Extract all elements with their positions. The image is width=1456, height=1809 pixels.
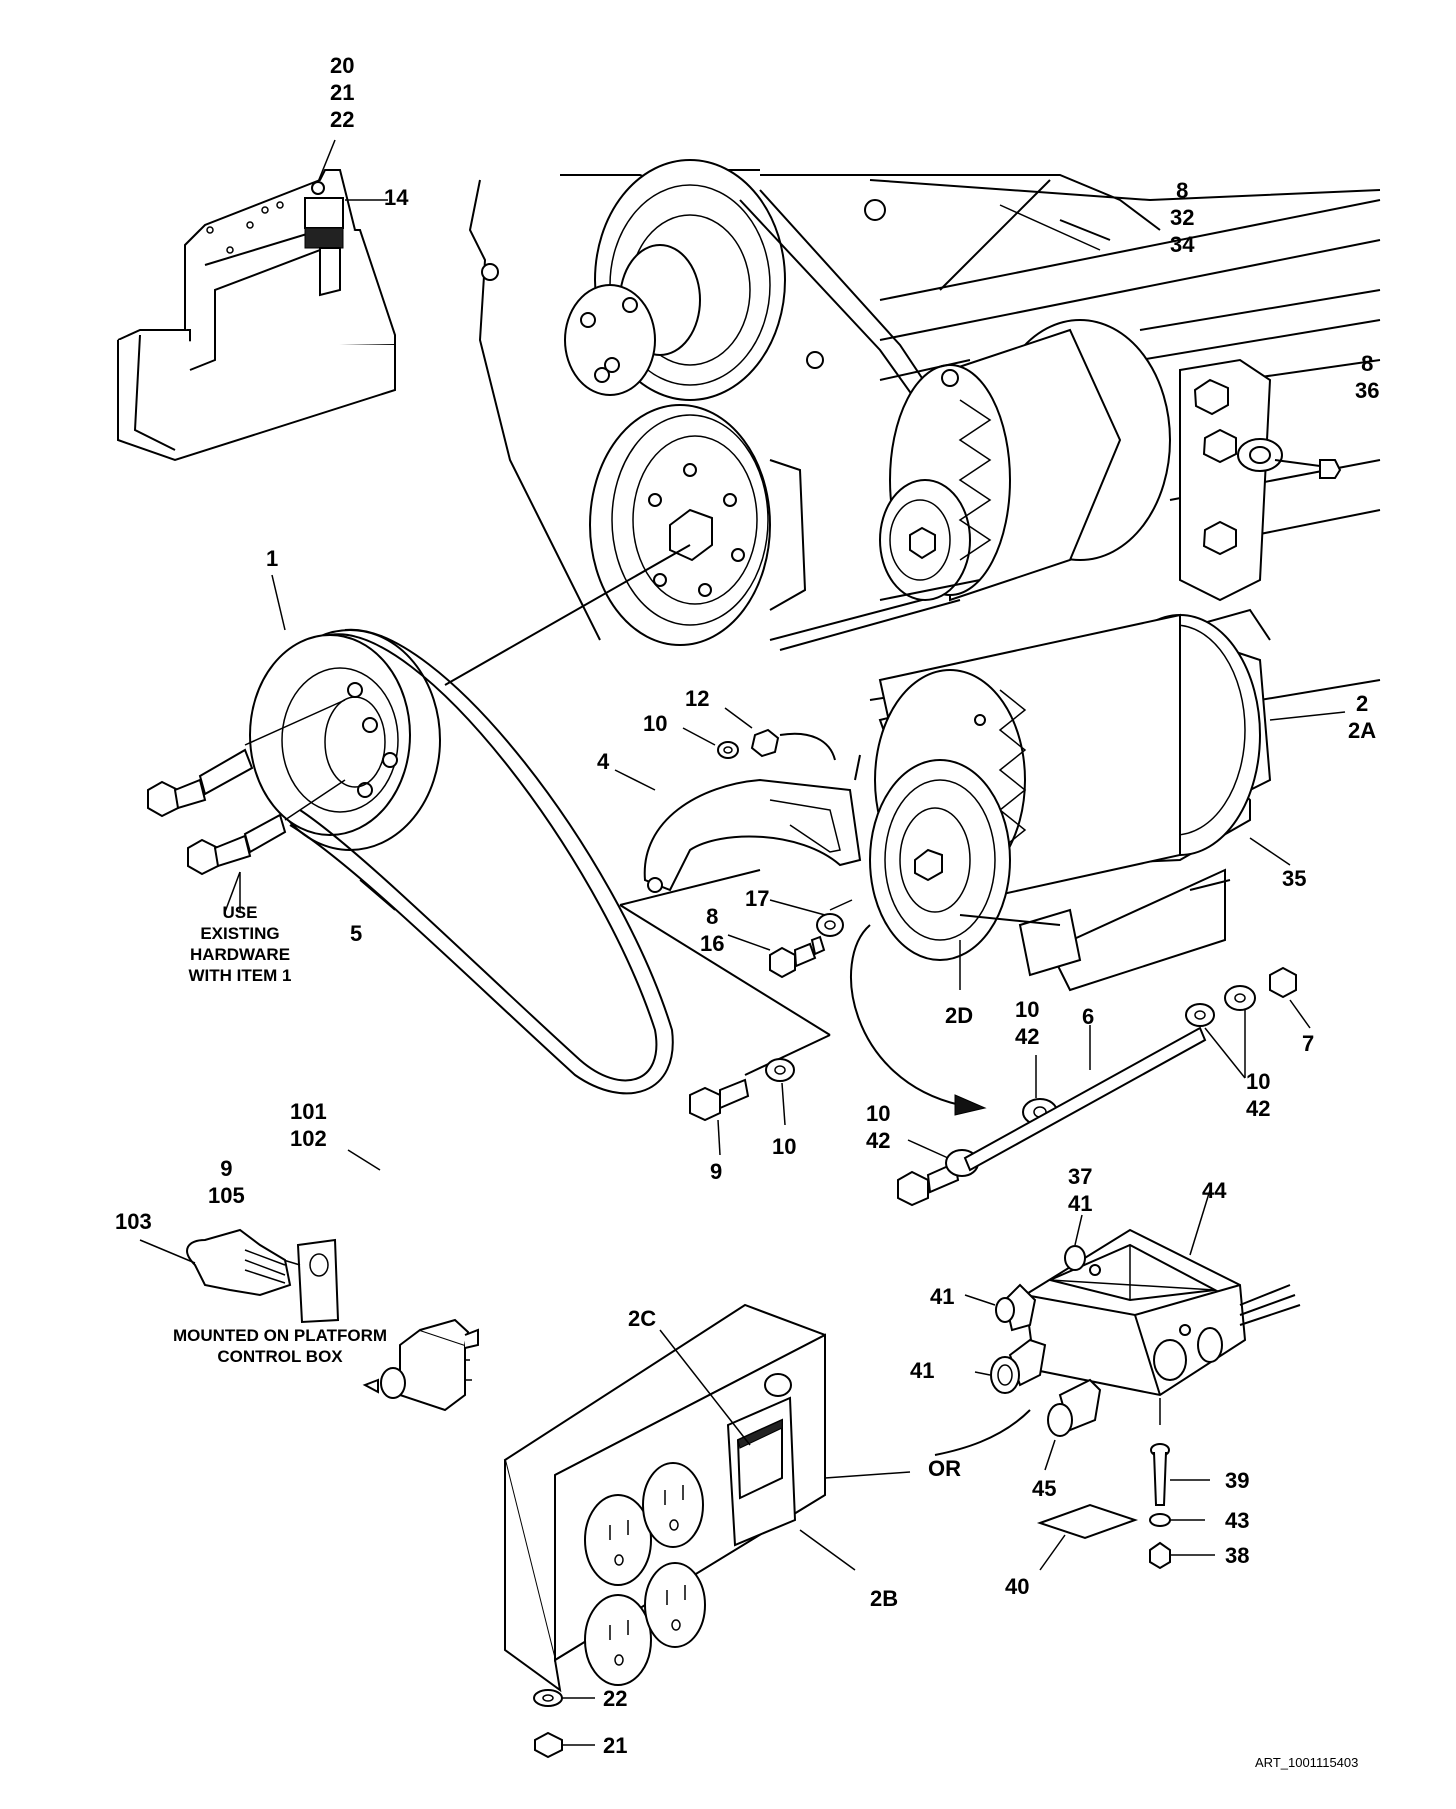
callout-8-32-34: 8 32 34 xyxy=(1170,177,1194,258)
callout-10-42-top: 10 42 xyxy=(1015,996,1039,1050)
callout-12: 12 xyxy=(685,686,710,711)
callout-20-21-22: 20 21 22 xyxy=(330,52,354,133)
callout-8-36: 8 36 xyxy=(1355,350,1379,404)
junction-box-item-44 xyxy=(1023,1189,1301,1397)
note-line: USE xyxy=(222,903,258,922)
callout-43: 43 xyxy=(1225,1508,1250,1533)
callout-32: 32 xyxy=(1170,205,1195,230)
callout-14: 14 xyxy=(384,185,409,210)
callout-37-41: 37 41 xyxy=(1068,1163,1092,1217)
callout-10-42-right: 10 42 xyxy=(1246,1068,1270,1122)
callout-5: 5 xyxy=(350,921,363,946)
note-line: HARDWARE xyxy=(189,945,291,964)
callout-6: 6 xyxy=(1082,1004,1095,1029)
callout-44: 44 xyxy=(1202,1178,1227,1203)
callout-10: 10 xyxy=(1015,997,1040,1022)
belt-item-5 xyxy=(289,628,674,1095)
note-line: MOUNTED ON PLATFORM xyxy=(172,1326,388,1345)
bracket-bolts xyxy=(1193,378,1283,556)
callout-2b: 2B xyxy=(870,1586,899,1611)
engine-alternator xyxy=(879,319,1171,602)
callout-103: 103 xyxy=(115,1209,152,1234)
pulley-item-1 xyxy=(249,574,441,851)
upper-pulley xyxy=(564,159,786,401)
callout-41: 41 xyxy=(910,1358,935,1383)
cable-fittings xyxy=(934,1214,1102,1471)
note-mounted-on-platform: MOUNTED ON PLATFORM CONTROL BOX xyxy=(160,1325,400,1367)
note-line: WITH ITEM 1 xyxy=(188,966,292,985)
bolt-washer-16-17 xyxy=(727,899,853,979)
callout-9: 9 xyxy=(710,1159,723,1184)
callout-10: 10 xyxy=(1246,1069,1271,1094)
alternator-item-2 xyxy=(869,608,1346,992)
washer-nut-10-12 xyxy=(682,707,836,761)
callout-105: 105 xyxy=(208,1183,245,1208)
platform-bracket-relay xyxy=(117,139,396,462)
existing-hardware-bolts xyxy=(147,699,346,913)
engine-assembly xyxy=(444,159,1381,701)
callout-1: 1 xyxy=(266,546,279,571)
callout-39: 39 xyxy=(1225,1468,1250,1493)
callout-2c: 2C xyxy=(628,1306,657,1331)
callout-8: 8 xyxy=(706,904,719,929)
callout-2-2a: 2 2A xyxy=(1348,690,1376,744)
callout-21: 21 xyxy=(603,1733,628,1758)
callout-42: 42 xyxy=(866,1128,891,1153)
callout-10-42-left: 10 42 xyxy=(866,1100,890,1154)
callout-2d: 2D xyxy=(945,1003,974,1028)
callout-22: 22 xyxy=(330,107,355,132)
callout-34: 34 xyxy=(1170,232,1195,257)
note-line: CONTROL BOX xyxy=(217,1347,343,1366)
callout-17: 17 xyxy=(745,886,770,911)
callout-8-16: 8 16 xyxy=(700,903,724,957)
callout-42: 42 xyxy=(1015,1024,1040,1049)
callout-41: 41 xyxy=(930,1284,955,1309)
callout-20: 20 xyxy=(330,53,355,78)
callout-9: 9 xyxy=(220,1156,233,1181)
callout-36: 36 xyxy=(1355,378,1380,403)
gasket-item-40 xyxy=(1036,1503,1139,1571)
note-use-existing-hardware: USE EXISTING HARDWARE WITH ITEM 1 xyxy=(180,902,300,986)
callout-42: 42 xyxy=(1246,1096,1271,1121)
callout-16: 16 xyxy=(700,931,725,956)
hardware-38-39-43 xyxy=(1149,1398,1215,1570)
receptacle-outlets xyxy=(584,1462,706,1686)
callout-9-105: 9 105 xyxy=(208,1155,245,1209)
callout-101-102: 101 102 xyxy=(290,1098,327,1152)
crankshaft-pulley xyxy=(589,404,807,646)
bolt-washer-9-10 xyxy=(689,1058,795,1156)
callout-38: 38 xyxy=(1225,1543,1250,1568)
swap-arrow-head xyxy=(954,1094,987,1116)
callout-2a: 2A xyxy=(1348,718,1377,743)
note-line: EXISTING xyxy=(200,924,280,943)
callout-4: 4 xyxy=(597,749,610,774)
callout-45: 45 xyxy=(1032,1476,1057,1501)
callout-2: 2 xyxy=(1355,691,1369,716)
callout-8: 8 xyxy=(1361,351,1374,376)
label-plate-105 xyxy=(249,1238,340,1324)
outlet-box-item-2b xyxy=(503,1303,911,1759)
callout-37: 37 xyxy=(1068,1164,1093,1189)
callout-10: 10 xyxy=(772,1134,797,1159)
callout-101: 101 xyxy=(290,1099,327,1124)
callout-40: 40 xyxy=(1005,1574,1030,1599)
callout-10: 10 xyxy=(866,1101,891,1126)
adjust-bracket-item-4 xyxy=(614,754,862,1076)
long-bolt-item-6 xyxy=(897,966,1311,1207)
callout-10: 10 xyxy=(643,711,668,736)
callout-35: 35 xyxy=(1282,866,1307,891)
callout-7: 7 xyxy=(1302,1031,1315,1056)
switch-guard-103 xyxy=(139,1228,292,1297)
callout-41: 41 xyxy=(1068,1191,1093,1216)
callout-22: 22 xyxy=(603,1686,628,1711)
art-number: ART_1001115403 xyxy=(1255,1755,1359,1770)
callout-21: 21 xyxy=(330,80,355,105)
toggle-switch-101 xyxy=(347,1149,479,1412)
swap-arrow xyxy=(850,924,961,1106)
callout-or: OR xyxy=(928,1456,961,1481)
callout-8: 8 xyxy=(1176,178,1189,203)
callout-102: 102 xyxy=(290,1126,327,1151)
